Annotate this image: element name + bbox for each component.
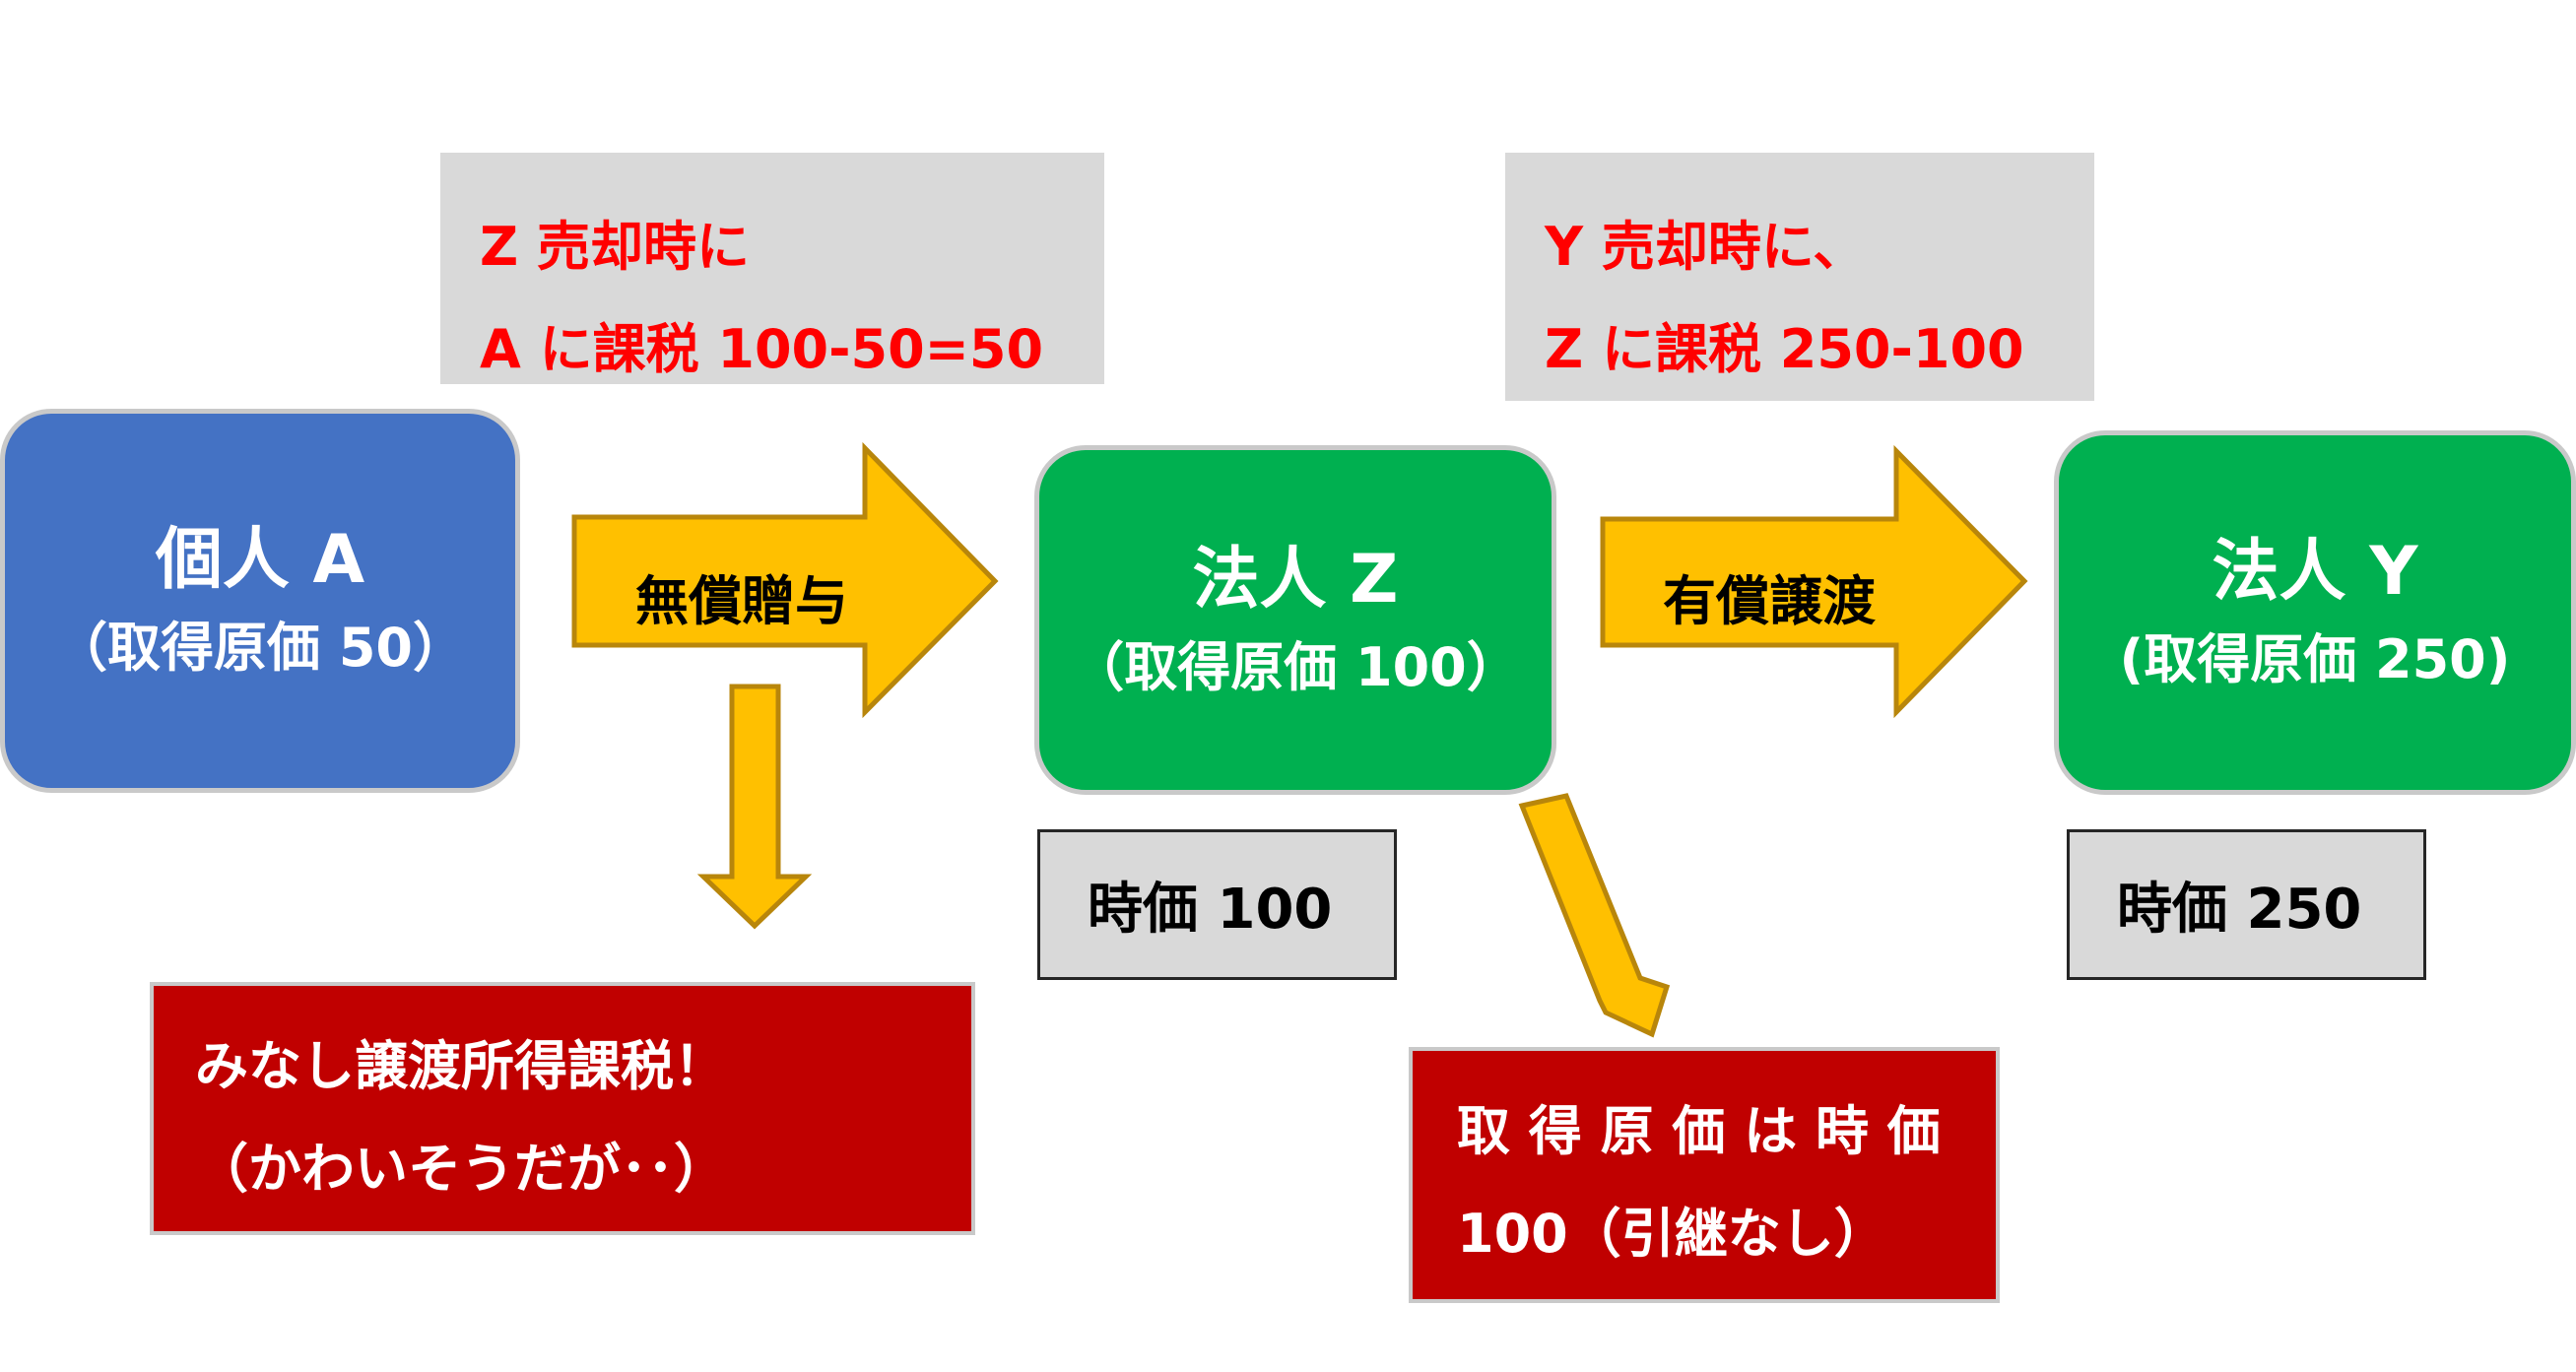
sale-arrow bbox=[1600, 444, 2028, 719]
sale-arrow-label: 有償譲渡 bbox=[1663, 570, 1876, 632]
tax-note-z-sale: Z 売却時に A に課税 100-50=50 bbox=[440, 153, 1104, 384]
tax-note-z-sale-line1: Z 売却時に bbox=[480, 216, 750, 278]
market-value-y-text: 時価 250 bbox=[2117, 878, 2362, 942]
market-value-z: 時価 100 bbox=[1037, 829, 1397, 980]
entity-corp-z-cost: （取得原価 100） bbox=[1071, 635, 1520, 698]
callout-acquisition-cost-line2: 100（引継なし） bbox=[1457, 1203, 1887, 1265]
entity-individual-a-cost: （取得原価 50） bbox=[54, 617, 466, 680]
callout-acquisition-cost: 取 得 原 価 は 時 価 100（引継なし） bbox=[1409, 1047, 2000, 1303]
entity-corp-z: 法人 Z （取得原価 100） bbox=[1034, 445, 1556, 795]
entity-corp-y-cost: (取得原価 250) bbox=[2119, 628, 2511, 691]
entity-corp-z-name: 法人 Z bbox=[1192, 540, 1399, 619]
tax-note-y-sale: Y 売却時に、 Z に課税 250-100 bbox=[1505, 153, 2094, 401]
entity-individual-a-name: 個人 A bbox=[155, 521, 365, 600]
gift-arrow bbox=[571, 441, 999, 719]
entity-corp-y: 法人 Y (取得原価 250) bbox=[2054, 430, 2576, 795]
callout-deemed-transfer-line1: みなし譲渡所得課税！ bbox=[195, 1035, 727, 1097]
tax-note-z-sale-line2: A に課税 100-50=50 bbox=[480, 318, 1044, 380]
entity-individual-a: 個人 A （取得原価 50） bbox=[0, 409, 520, 793]
entity-corp-y-name: 法人 Y bbox=[2212, 533, 2418, 612]
callout-deemed-transfer-line2: （かわいそうだが･･） bbox=[195, 1138, 727, 1200]
callout-deemed-transfer-tax: みなし譲渡所得課税！ （かわいそうだが･･） bbox=[150, 982, 975, 1235]
tax-note-y-sale-line1: Y 売却時に、 bbox=[1545, 216, 1867, 278]
gift-arrow-label: 無償贈与 bbox=[635, 570, 848, 632]
deemed-tax-down-arrow bbox=[696, 684, 813, 930]
market-value-z-text: 時価 100 bbox=[1088, 878, 1333, 942]
cost-step-up-arrow bbox=[1518, 793, 1671, 1038]
market-value-y: 時価 250 bbox=[2067, 829, 2426, 980]
tax-note-y-sale-line2: Z に課税 250-100 bbox=[1545, 318, 2024, 380]
callout-acquisition-cost-line1: 取 得 原 価 は 時 価 bbox=[1457, 1100, 1941, 1162]
